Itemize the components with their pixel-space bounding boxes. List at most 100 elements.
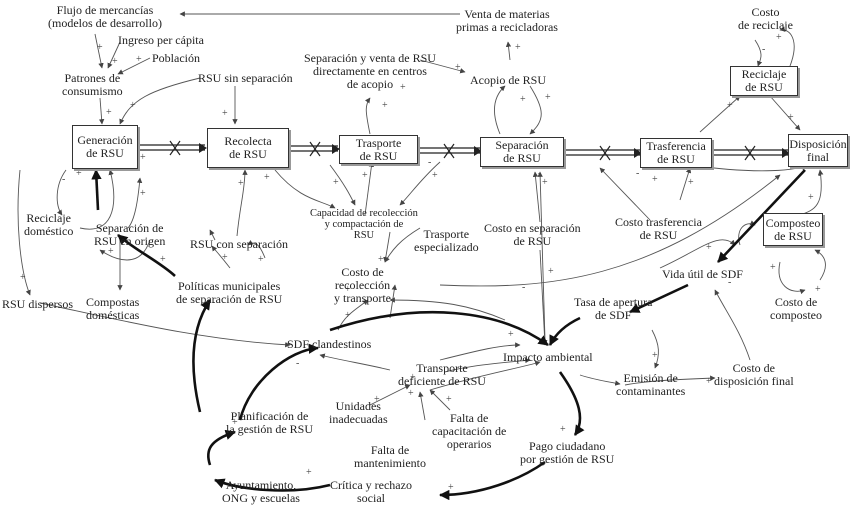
stock-trasferencia: Trasferencia de RSU — [640, 138, 712, 168]
var-costo-reciclaje: Costo de reciclaje — [738, 5, 793, 32]
sign-plus: + — [770, 262, 776, 273]
stock-composteo: Composteo de RSU — [763, 213, 823, 246]
var-unidades-inadecuadas: Unidades inadecuadas — [329, 399, 388, 426]
sign-plus: + — [258, 254, 264, 265]
sign-plus: + — [652, 174, 658, 185]
sign-minus: - — [428, 157, 431, 168]
sign-plus: + — [508, 329, 514, 340]
sign-plus: + — [382, 100, 388, 111]
var-venta-materias: Venta de materias primas a recicladoras — [456, 7, 558, 34]
stock-trasporte: Trasporte de RSU — [339, 135, 418, 164]
var-flujo-mercancias: Flujo de mercancías (modelos de desarrol… — [48, 3, 162, 30]
var-costo-trasferencia: Costo trasferencia de RSU — [615, 215, 702, 242]
sign-plus: + — [688, 177, 694, 188]
var-costo-separacion: Costo en separación de RSU — [484, 221, 581, 248]
sign-plus: + — [788, 112, 794, 123]
sign-plus: + — [140, 152, 146, 163]
var-costo-disposicion-final: Costo de disposición final — [714, 361, 794, 388]
sign-plus: + — [706, 376, 712, 387]
sign-plus: + — [130, 100, 136, 111]
flow-arrowheads — [199, 143, 790, 158]
sign-plus: + — [362, 170, 368, 181]
sign-minus: - — [522, 282, 525, 293]
var-vida-util-sdf: Vida útil de SDF — [662, 267, 743, 281]
stock-separacion: Separación de RSU — [480, 137, 564, 167]
sign-plus: + — [333, 177, 339, 188]
sign-plus: + — [222, 252, 228, 263]
sign-minus: - — [62, 174, 65, 185]
var-falta-mantenimiento: Falta de mantenimiento — [354, 443, 426, 470]
var-compostas-domesticas: Compostas domésticas — [86, 295, 140, 322]
var-emision-contaminantes: Emisión de contaminantes — [616, 371, 686, 398]
sign-plus: + — [542, 177, 548, 188]
sign-plus: + — [652, 350, 658, 361]
var-pago-ciudadano: Pago ciudadano por gestión de RSU — [520, 439, 615, 466]
sign-plus: + — [264, 172, 270, 183]
sign-minus: - — [818, 170, 821, 181]
sign-plus: + — [345, 310, 351, 321]
sign-plus: + — [706, 242, 712, 253]
sign-plus: + — [160, 254, 166, 265]
sign-plus: + — [727, 100, 733, 111]
sign-plus: + — [232, 417, 238, 428]
var-rsu-sin-separacion: RSU sin separación — [198, 71, 293, 85]
sign-minus: - — [728, 277, 731, 288]
sign-plus: + — [560, 424, 566, 435]
var-transporte-especializado: Trasporte especializado — [414, 227, 479, 254]
var-transporte-deficiente: Transporte deficiente de RSU — [398, 361, 486, 388]
var-acopio: Acopio de RSU — [470, 73, 546, 87]
sign-minus: - — [538, 168, 541, 179]
sign-plus: + — [548, 266, 554, 277]
sign-plus: + — [76, 168, 82, 179]
var-rsu-con-separacion: RSU con separación — [190, 237, 288, 251]
bold-feedback-links — [91, 168, 806, 501]
stock-reciclaje: Reciclaje de RSU — [730, 66, 798, 96]
sign-plus: + — [345, 284, 351, 295]
var-costo-recoleccion: Costo de recolección y transporte — [334, 265, 391, 305]
sign-plus: + — [815, 284, 821, 295]
sign-plus: + — [410, 372, 416, 383]
sign-minus: - — [212, 297, 215, 308]
sign-plus: + — [97, 42, 103, 53]
var-capacidad: Capacidad de recolección y compactación … — [310, 208, 418, 241]
sign-plus: + — [106, 107, 112, 118]
sign-plus: + — [400, 82, 406, 93]
flow-valves — [169, 140, 756, 161]
sign-plus: + — [112, 56, 118, 67]
sign-plus: + — [238, 178, 244, 189]
stock-flow-pipes — [137, 144, 788, 156]
sign-minus: - — [762, 44, 765, 55]
var-planificacion-gestion: Planificación de la gestión de RSU — [226, 409, 313, 436]
sign-minus: - — [296, 358, 299, 369]
sign-plus: + — [378, 254, 384, 265]
var-ayuntamiento-ong: Ayuntamiento, ONG y escuelas — [222, 478, 300, 505]
sign-plus: + — [306, 467, 312, 478]
sign-plus: + — [222, 108, 228, 119]
var-critica-rechazo: Crítica y rechazo social — [330, 478, 412, 505]
sign-plus: + — [136, 54, 142, 65]
sign-plus: + — [448, 482, 454, 493]
causal-links — [17, 11, 826, 421]
var-falta-capacitacion: Falta de capacitación de operarios — [432, 411, 507, 451]
var-separacion-venta: Separación y venta de RSU directamente e… — [304, 51, 436, 91]
var-sdf-clandestinos: SDF clandestinos — [287, 337, 372, 351]
var-poblacion: Población — [152, 51, 200, 65]
var-separacion-origen: Separación de RSU en origen — [94, 221, 166, 248]
sign-plus: + — [108, 246, 114, 257]
sign-plus: + — [20, 272, 26, 283]
var-tasa-apertura: Tasa de apertura de SDF — [574, 295, 653, 322]
sign-plus: + — [446, 394, 452, 405]
var-ingreso-per-capita: Ingreso per cápita — [118, 33, 204, 47]
sign-plus: + — [455, 62, 461, 73]
var-rsu-dispersos: RSU dispersos — [2, 297, 74, 311]
var-politicas-municipales: Políticas municipales de separación de R… — [176, 279, 283, 306]
sign-plus: + — [432, 170, 438, 181]
polarity-signs: + + + + + + + + + + + + + + - + + - + + … — [20, 32, 821, 493]
sign-minus: - — [636, 168, 639, 179]
sign-plus: + — [520, 94, 526, 105]
sign-plus: + — [808, 192, 814, 203]
sign-plus: + — [140, 188, 146, 199]
var-reciclaje-domestico: Reciclaje doméstico — [24, 211, 74, 238]
sign-plus: + — [515, 42, 521, 53]
